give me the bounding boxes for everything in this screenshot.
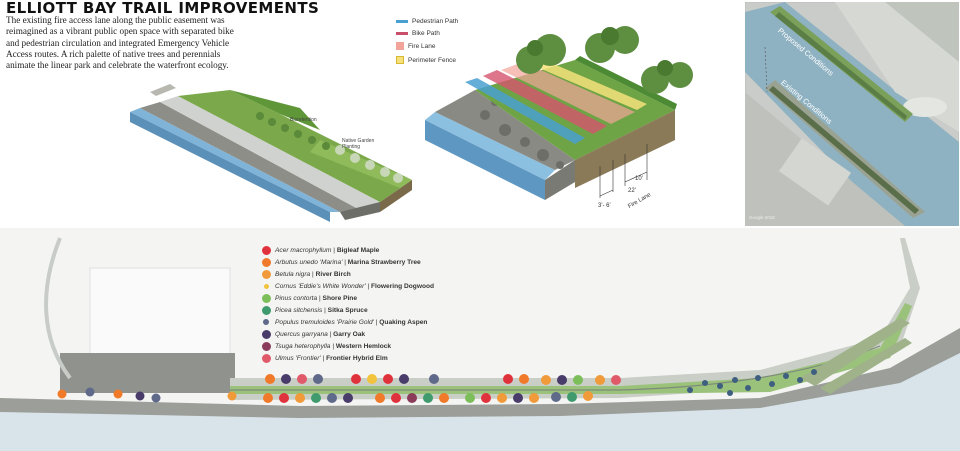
tree-legend-garry-oak: Quercus garryana | Garry Oak	[262, 329, 365, 339]
bike-path-swatch	[396, 32, 408, 35]
tree-legend-shore-pine: Pinus contorta | Shore Pine	[262, 293, 357, 303]
legend-perimeter-fence: Perimeter Fence	[396, 56, 456, 64]
strawberry-tree-swatch	[262, 257, 271, 267]
legend-fire-lane: Fire Lane	[396, 42, 435, 50]
bioretention-label: Bioretention	[290, 117, 317, 123]
tree-legend-bigleaf-maple: Acer macrophyllum | Bigleaf Maple	[262, 245, 379, 255]
pedestrian-path-swatch	[396, 20, 408, 23]
perimeter-fence-swatch	[396, 56, 404, 64]
quaking-aspen-swatch	[263, 319, 269, 325]
tree-legend-western-hemlock: Tsuga heterophylla | Western Hemlock	[262, 341, 391, 351]
aerial-map	[745, 2, 959, 226]
map-credit: Google 2018	[749, 215, 775, 220]
native-garden-label: Native Garden Planting	[342, 138, 375, 150]
flowering-dogwood-swatch	[264, 283, 269, 289]
shore-pine-swatch	[262, 293, 271, 303]
fire-lane-swatch	[396, 42, 404, 50]
dimension-3-6-label: 3'- 6'	[598, 203, 611, 209]
bigleaf-maple-swatch	[262, 245, 271, 255]
trail-section-diagram	[130, 84, 412, 222]
path-block-diagram	[425, 26, 693, 200]
tree-legend-flowering-dogwood: Cornus 'Eddie's White Wonder' | Flowerin…	[262, 281, 434, 291]
page-title: ELLIOTT BAY TRAIL IMPROVEMENTS	[6, 0, 320, 17]
site-plan	[0, 228, 960, 451]
intro-paragraph: The existing fire access lane along the …	[6, 15, 234, 71]
sitka-spruce-swatch	[262, 305, 271, 315]
tree-legend-river-birch: Betula nigra | River Birch	[262, 269, 351, 279]
river-birch-swatch	[262, 269, 271, 279]
frontier-elm-swatch	[262, 353, 271, 363]
garry-oak-swatch	[262, 329, 271, 339]
tree-legend-strawberry-tree: Arbutus unedo 'Marina' | Marina Strawber…	[262, 257, 421, 267]
tree-legend-quaking-aspen: Populus tremuloides 'Prairie Gold' | Qua…	[262, 317, 427, 327]
western-hemlock-swatch	[262, 341, 271, 351]
tree-legend-sitka-spruce: Picea sitchensis | Sitka Spruce	[262, 305, 368, 315]
dimension-22-label: 22'	[628, 188, 636, 194]
dimension-10-label: 10'	[635, 176, 643, 182]
legend-bike-path: Bike Path	[396, 30, 440, 37]
tree-legend-frontier-elm: Ulmus 'Frontier' | Frontier Hybrid Elm	[262, 353, 388, 363]
legend-pedestrian-path: Pedestrian Path	[396, 18, 458, 25]
